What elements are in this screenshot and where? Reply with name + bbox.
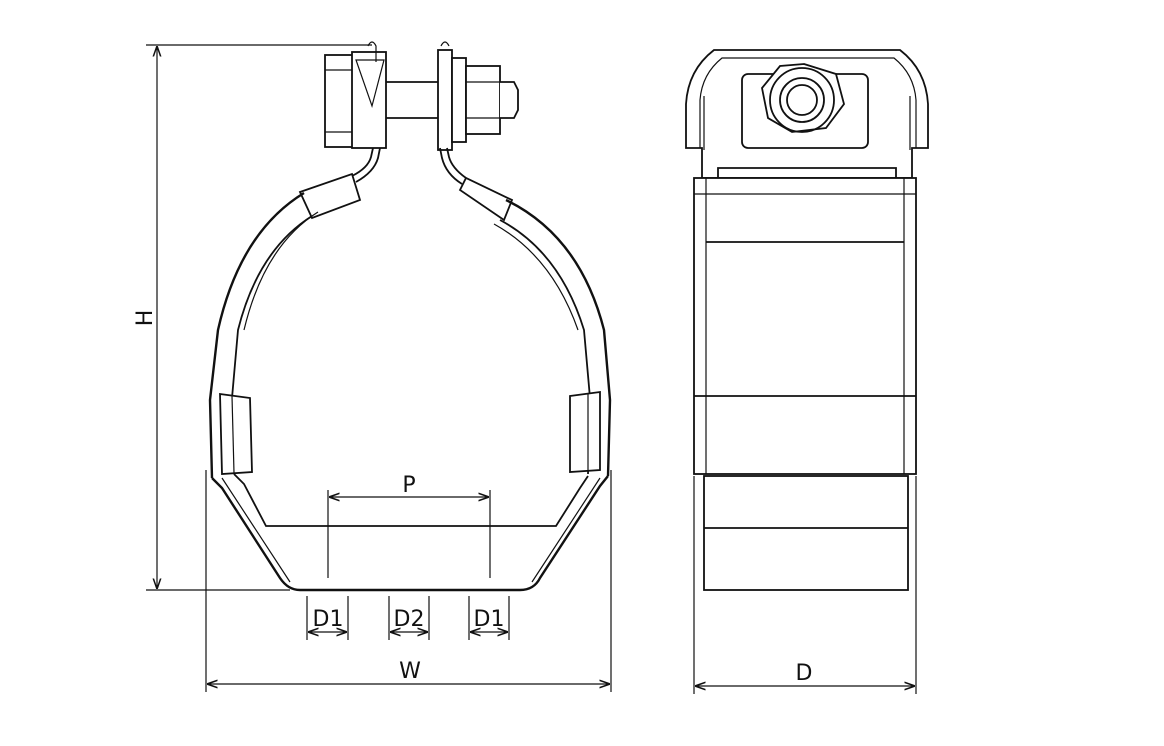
- d1-right-dimension: D1: [468, 596, 510, 640]
- left-shoulder-pad: [298, 172, 362, 220]
- d1-left-label: D1: [313, 607, 344, 632]
- depth-dimension: D: [693, 476, 917, 694]
- width-dimension: W: [205, 470, 612, 692]
- height-label: H: [133, 310, 158, 327]
- band-legs: [351, 147, 467, 185]
- width-label: W: [399, 659, 421, 684]
- clamp-body: [208, 191, 612, 592]
- front-view: H W P D1 D2: [133, 41, 612, 692]
- side-view: D: [685, 49, 929, 694]
- right-insert: [569, 390, 601, 473]
- left-insert: [219, 392, 253, 475]
- bolt-shank: [386, 81, 438, 119]
- pitch-dimension: P: [327, 473, 491, 578]
- side-nut: [761, 63, 845, 133]
- bolt-head: [324, 41, 387, 149]
- d1-left-dimension: D1: [306, 596, 349, 640]
- right-shoulder-pad: [458, 176, 514, 222]
- side-lower-cradle: [703, 475, 909, 591]
- height-dimension: H: [133, 44, 372, 591]
- side-band: [693, 177, 917, 475]
- depth-label: D: [796, 661, 813, 686]
- d2-label: D2: [394, 607, 425, 632]
- d2-dimension: D2: [388, 596, 430, 640]
- d1-right-label: D1: [474, 607, 505, 632]
- nut-assembly: [437, 41, 519, 151]
- pitch-label: P: [402, 473, 415, 498]
